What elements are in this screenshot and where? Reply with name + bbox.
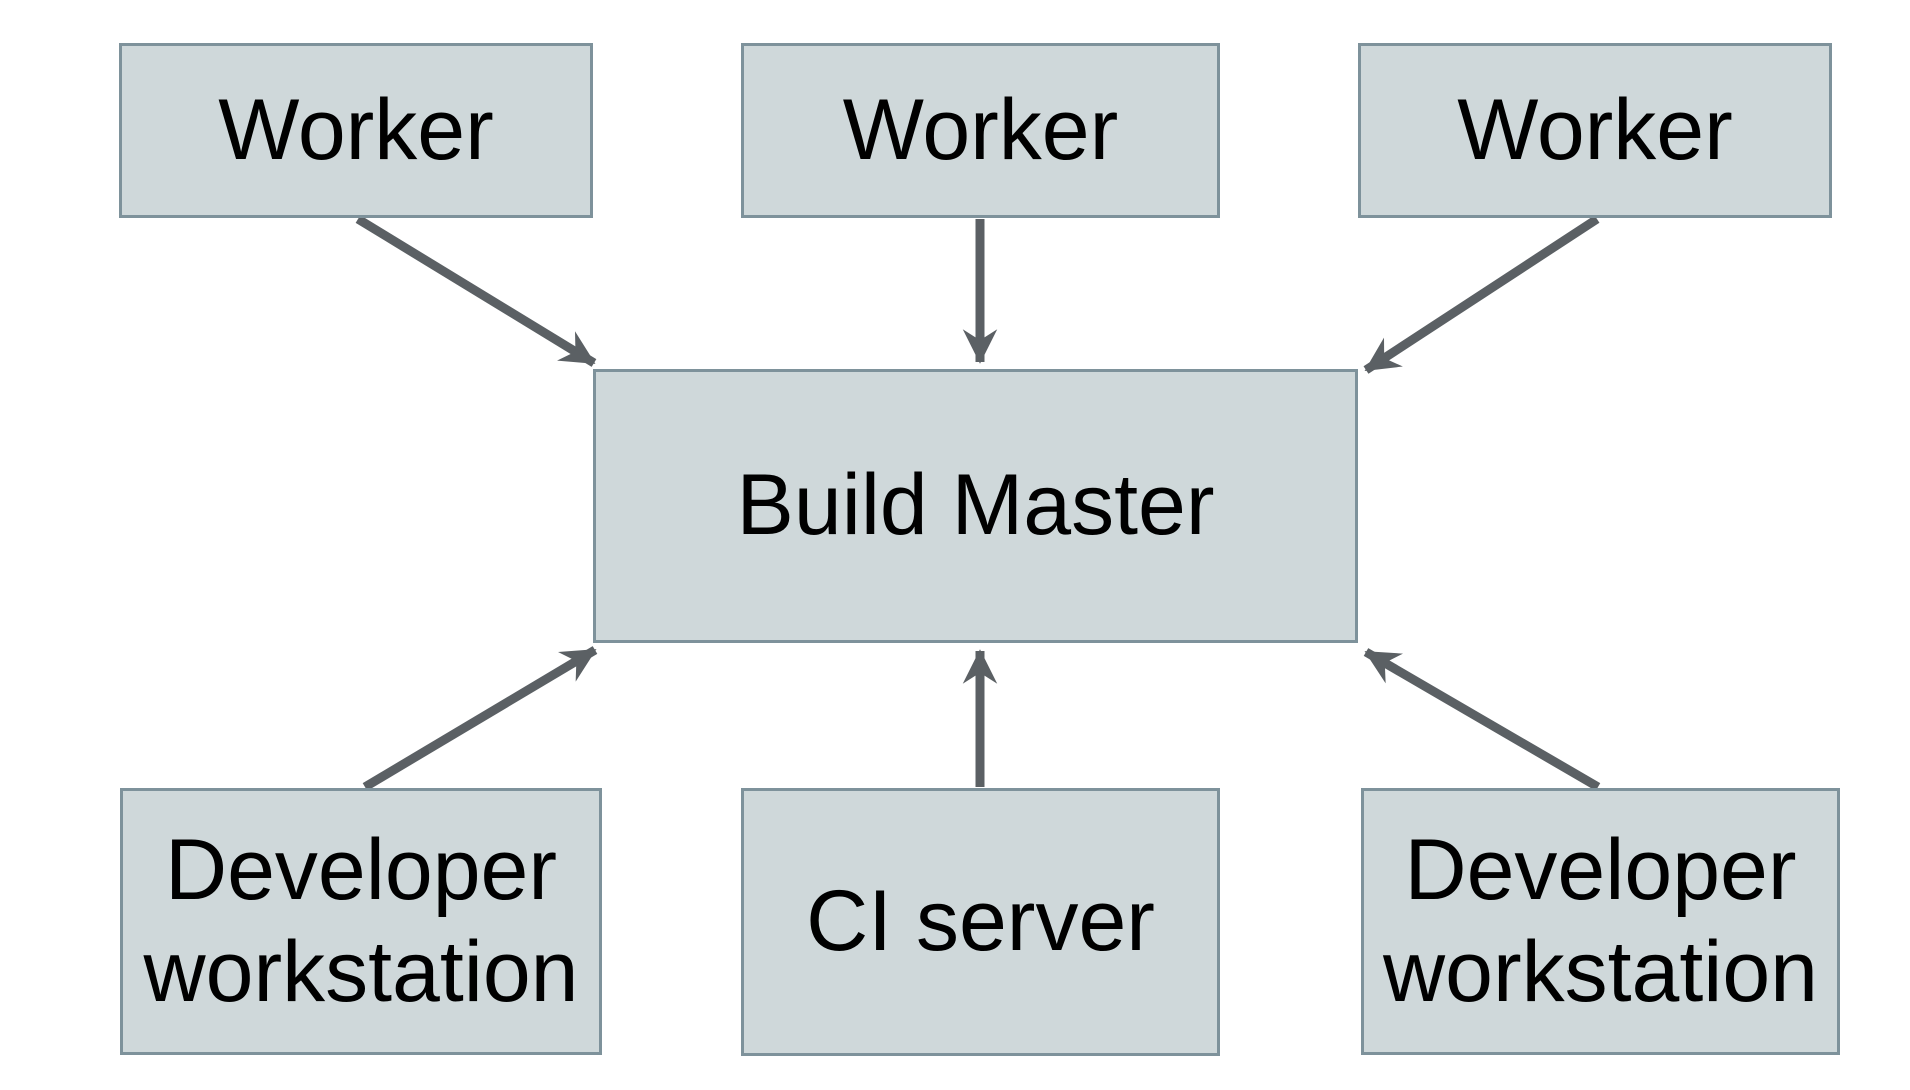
node-worker-3-label: Worker <box>1457 81 1733 178</box>
arrow-developer-workstation-right-to-build-master <box>1363 648 1601 791</box>
arrow-developer-workstation-left-to-build-master <box>362 646 598 791</box>
node-developer-workstation-left-label: Developer workstation <box>143 822 579 1020</box>
node-worker-1-label: Worker <box>218 81 494 178</box>
node-worker-1: Worker <box>119 43 593 218</box>
arrow-worker-1-to-build-master <box>355 215 597 367</box>
node-build-master-label: Build Master <box>736 457 1215 554</box>
node-worker-2-label: Worker <box>842 81 1119 178</box>
node-developer-workstation-left: Developer workstation <box>120 788 602 1055</box>
node-ci-server: CI server <box>741 788 1220 1056</box>
node-ci-server-label: CI server <box>806 873 1155 970</box>
arrow-worker-3-to-build-master <box>1363 215 1600 374</box>
node-build-master: Build Master <box>593 369 1358 643</box>
node-worker-3: Worker <box>1358 43 1832 218</box>
node-worker-2: Worker <box>741 43 1220 218</box>
node-developer-workstation-right-label: Developer workstation <box>1383 822 1818 1020</box>
node-developer-workstation-right: Developer workstation <box>1361 788 1840 1055</box>
